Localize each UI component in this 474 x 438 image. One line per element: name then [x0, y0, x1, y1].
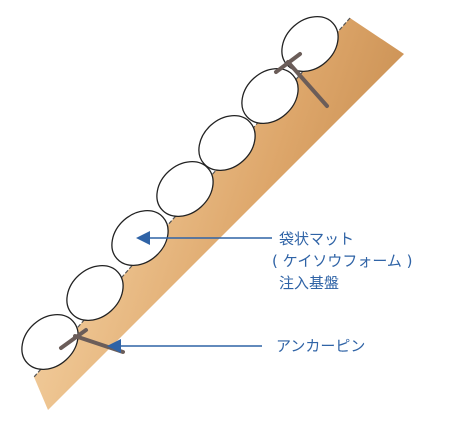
- bag-mat-cell: [21, 313, 79, 371]
- bag-mat-label-line1: 袋状マット: [279, 230, 354, 248]
- bag-mat-cell: [156, 160, 214, 218]
- slope-surface: [34, 18, 404, 410]
- anchor-pin-top: [274, 52, 329, 108]
- anchor-pin-callout-arrow: [107, 339, 262, 353]
- bag-mat-callout-arrow: [136, 231, 272, 245]
- bag-mat-cell: [198, 114, 256, 172]
- anchor-pin-label: アンカーピン: [276, 337, 365, 355]
- bag-mat-cell: [66, 264, 124, 322]
- bag-mat-label-line3: 注入基盤: [279, 274, 339, 292]
- bag-mat-label-line2: ( ケイソウフォーム ): [272, 252, 413, 270]
- bag-mat-cell: [241, 67, 299, 125]
- bag-mat: [21, 15, 339, 371]
